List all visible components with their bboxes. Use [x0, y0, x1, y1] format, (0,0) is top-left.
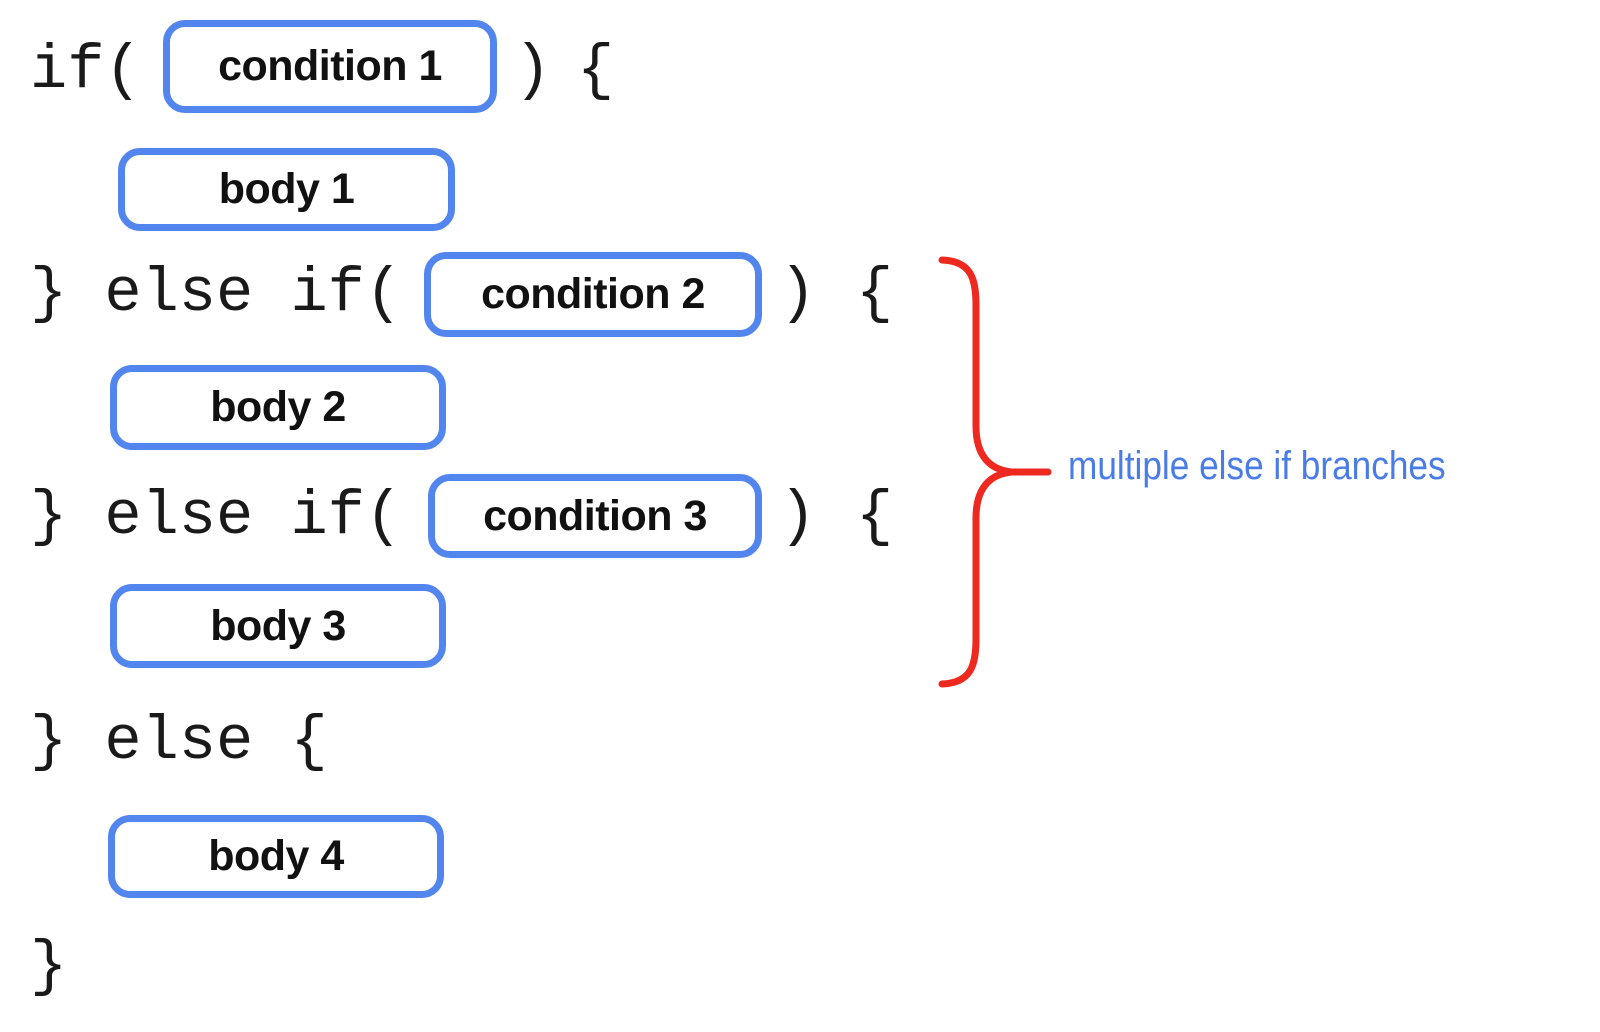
code-line2-close-paren: ) — [779, 258, 817, 329]
slot-condition-1[interactable]: condition 1 — [163, 20, 497, 113]
code-else-if-3: } else if( — [30, 481, 403, 552]
code-else: } else { — [30, 706, 328, 777]
slot-body-2[interactable]: body 2 — [110, 365, 446, 450]
code-line3-close-paren: ) — [779, 481, 817, 552]
slot-condition-2-label: condition 2 — [481, 270, 705, 318]
red-curly-brace-icon — [938, 256, 1052, 688]
code-line1-open-brace: { — [577, 35, 615, 106]
slot-body-4[interactable]: body 4 — [108, 815, 444, 898]
slot-body-1-label: body 1 — [218, 165, 355, 213]
code-line2-open-brace: { — [856, 258, 894, 329]
code-else-if-2: } else if( — [30, 258, 403, 329]
slot-body-2-label: body 2 — [210, 383, 346, 431]
slot-condition-3[interactable]: condition 3 — [428, 474, 762, 558]
annotation-label: multiple else if branches — [1068, 444, 1446, 488]
slot-condition-3-label: condition 3 — [483, 491, 707, 540]
slot-condition-1-label: condition 1 — [218, 42, 442, 90]
slot-body-3-label: body 3 — [210, 601, 346, 650]
code-line1-close-paren: ) — [514, 35, 552, 106]
code-close-brace: } — [30, 931, 68, 1002]
slot-condition-2[interactable]: condition 2 — [424, 252, 762, 337]
code-line3-open-brace: { — [856, 481, 894, 552]
brace-annotation — [920, 240, 1080, 710]
slot-body-4-label: body 4 — [208, 832, 344, 880]
code-if-open: if( — [30, 35, 142, 106]
slot-body-3[interactable]: body 3 — [110, 584, 446, 668]
slot-body-1[interactable]: body 1 — [118, 148, 455, 231]
